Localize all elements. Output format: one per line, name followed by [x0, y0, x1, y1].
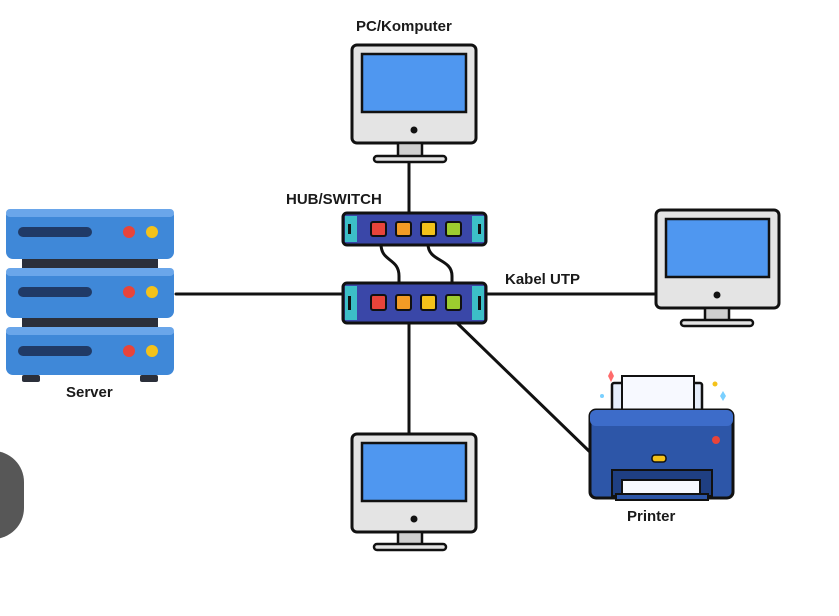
cable-label: Kabel UTP — [505, 271, 581, 288]
printer-icon — [588, 370, 735, 501]
printer-label: Printer — [627, 508, 676, 525]
patch-cable-1 — [379, 242, 401, 298]
cables — [174, 158, 662, 454]
server-label: Server — [66, 384, 113, 401]
pc-label: PC/Komputer — [356, 18, 452, 35]
hub-label: HUB/SWITCH — [286, 191, 382, 208]
patch-cable-2 — [426, 242, 454, 298]
pc-icon — [654, 208, 781, 328]
pc-icon — [350, 432, 478, 552]
server-icon — [6, 209, 174, 382]
cable-printer — [454, 320, 592, 454]
switch-icon — [341, 211, 488, 325]
pc-icon — [350, 43, 478, 164]
